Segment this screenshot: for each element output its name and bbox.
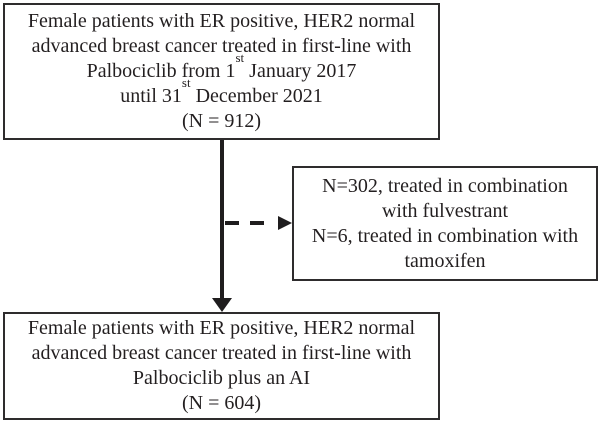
exclusion-arrow-dashed-line [225,221,264,225]
text-segment: December 2021 [190,85,323,107]
text-segment: until 31 [120,85,182,107]
text-line: N=302, treated in combination [322,174,568,197]
text-line: Palbociclib plus an AI [132,367,311,389]
exclusion-box: N=302, treated in combination with fulve… [292,166,598,281]
text-segment: January 2017 [244,60,357,82]
top-cohort-box: Female patients with ER positive, HER2 n… [3,3,440,140]
text-line: with fulvestrant [381,199,509,222]
text-line: Female patients with ER positive, HER2 n… [27,10,416,32]
ordinal-superscript: st [181,75,191,91]
text-line: advanced breast cancer treated in first-… [31,35,412,57]
text-line: tamoxifen [404,249,486,272]
text-line: N=6, treated in combination with [311,224,579,247]
cohort-count: (N = 604) [181,392,262,414]
ordinal-superscript: st [235,50,245,66]
text-line: Female patients with ER positive, HER2 n… [27,317,416,339]
text-line: advanced breast cancer treated in first-… [31,342,412,364]
main-flow-arrow-line [220,140,224,299]
exclusion-arrowhead-icon [278,216,292,230]
text-segment: Palbociclib from 1 [86,60,236,82]
text-line: until 31st December 2021 [120,76,323,109]
final-cohort-box: Female patients with ER positive, HER2 n… [3,312,440,420]
text-line: Palbociclib from 1st January 2017 [86,51,357,84]
cohort-count: (N = 912) [181,110,262,132]
main-flow-arrowhead-icon [212,298,232,312]
